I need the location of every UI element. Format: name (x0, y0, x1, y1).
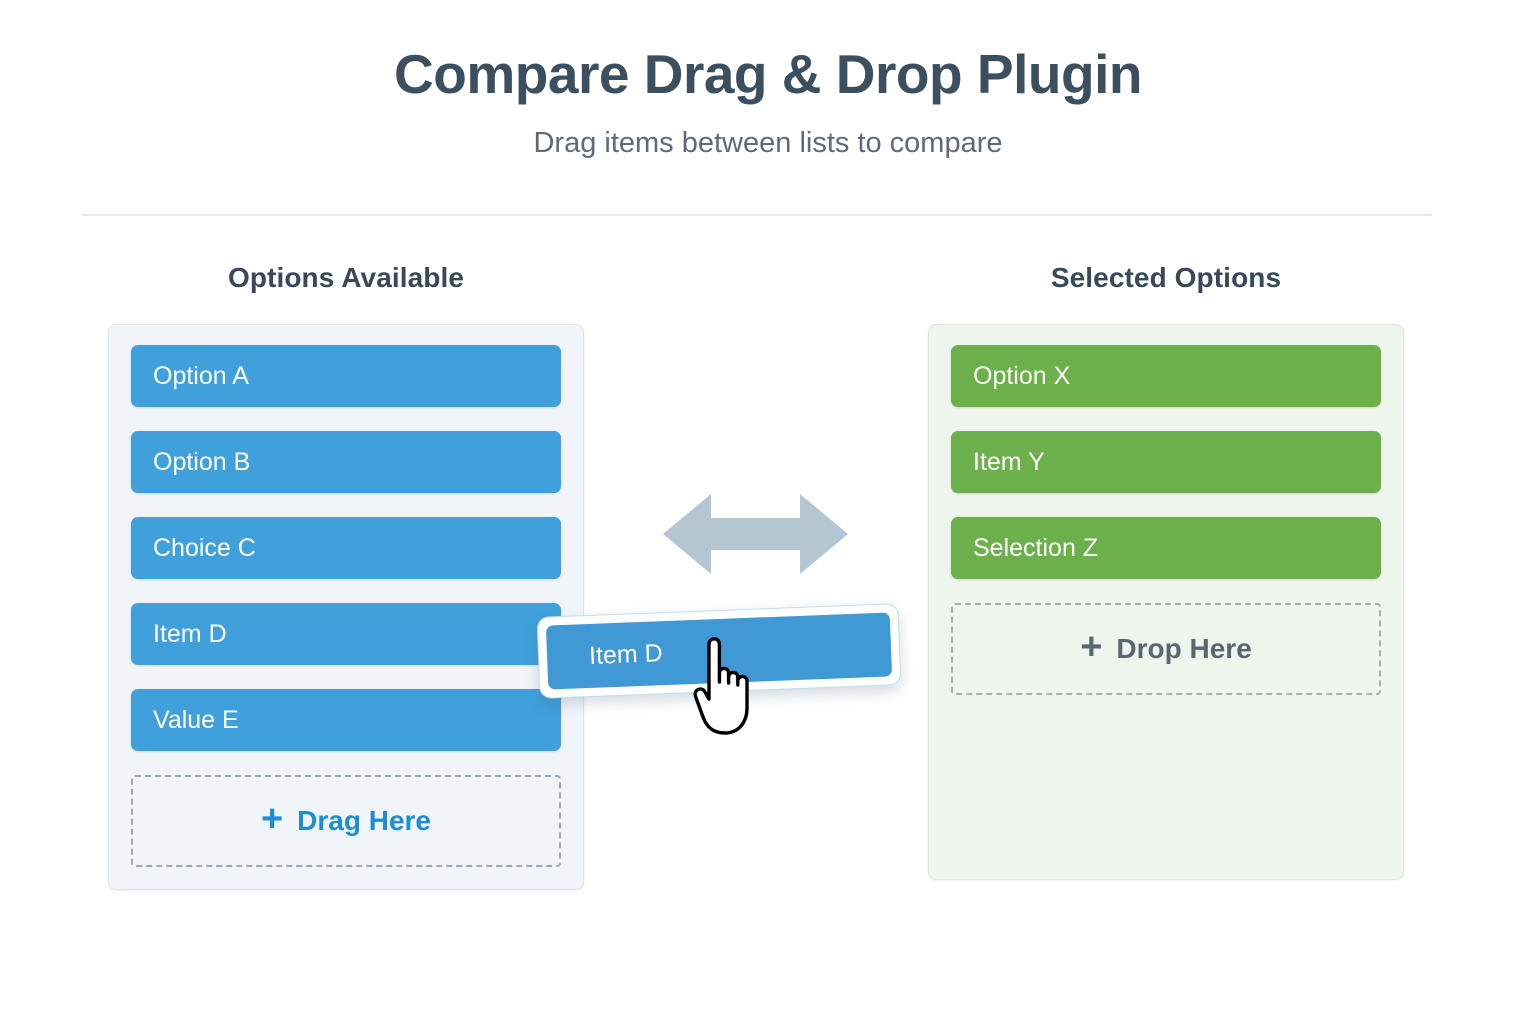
column-selected-options: Selected Options Option X Item Y Selecti… (928, 262, 1404, 880)
column-title-right: Selected Options (1050, 262, 1282, 293)
list-item[interactable]: Option B (131, 431, 561, 493)
double-arrow-horizontal-icon (663, 488, 848, 580)
plus-icon: + (260, 798, 284, 840)
header-divider (82, 214, 1432, 216)
list-item[interactable]: Option X (951, 345, 1381, 407)
list-item[interactable]: Choice C (131, 517, 561, 579)
list-panel-right[interactable]: Option X Item Y Selection Z + Drop Here (928, 324, 1404, 880)
page-title: Compare Drag & Drop Plugin (394, 43, 1142, 105)
page-header: Compare Drag & Drop Plugin Drag items be… (0, 0, 1536, 160)
list-item[interactable]: Value E (131, 689, 561, 751)
page-subtitle: Drag items between lists to compare (533, 126, 1003, 159)
list-panel-left[interactable]: Option A Option B Choice C Item D Value … (108, 324, 584, 890)
list-item[interactable]: Item Y (951, 431, 1381, 493)
pointing-hand-cursor-icon (687, 632, 759, 740)
list-item[interactable]: Option A (131, 345, 561, 407)
dropzone-right[interactable]: + Drop Here (951, 603, 1381, 695)
dropzone-right-label: Drop Here (1116, 633, 1252, 664)
dropzone-left-label: Drag Here (297, 805, 432, 836)
dropzone-left[interactable]: + Drag Here (131, 775, 561, 867)
list-item[interactable]: Selection Z (951, 517, 1381, 579)
list-item[interactable]: Item D (131, 603, 561, 665)
plus-icon: + (1080, 626, 1103, 668)
column-title-left: Options Available (227, 262, 465, 293)
column-options-available: Options Available Option A Option B Choi… (108, 262, 584, 890)
